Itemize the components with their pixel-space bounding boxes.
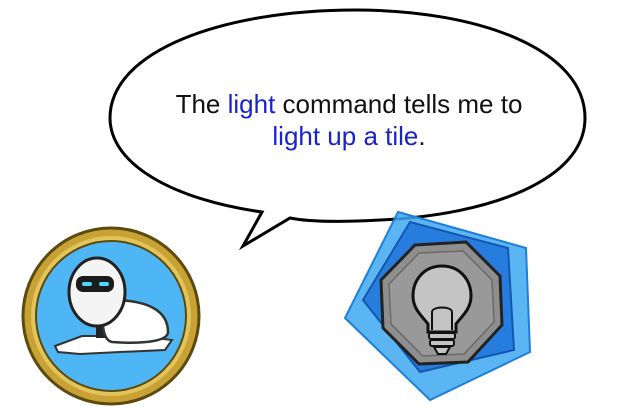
speech-bubble: [108, 8, 587, 251]
robot-avatar-icon: [21, 226, 201, 406]
speech-bubble-text: The light command tells me to light up a…: [118, 88, 580, 152]
speech-line-2: light up a tile.: [118, 120, 580, 152]
line2-suffix: .: [418, 121, 426, 151]
lightbulb-icon: [343, 210, 532, 402]
light-up-tile-keyword: light up a tile: [272, 121, 419, 151]
line1-prefix: The: [175, 89, 228, 119]
light-keyword: light: [227, 89, 276, 119]
line1-suffix: command tells me to: [275, 89, 523, 119]
speech-line-1: The light command tells me to: [118, 88, 580, 120]
